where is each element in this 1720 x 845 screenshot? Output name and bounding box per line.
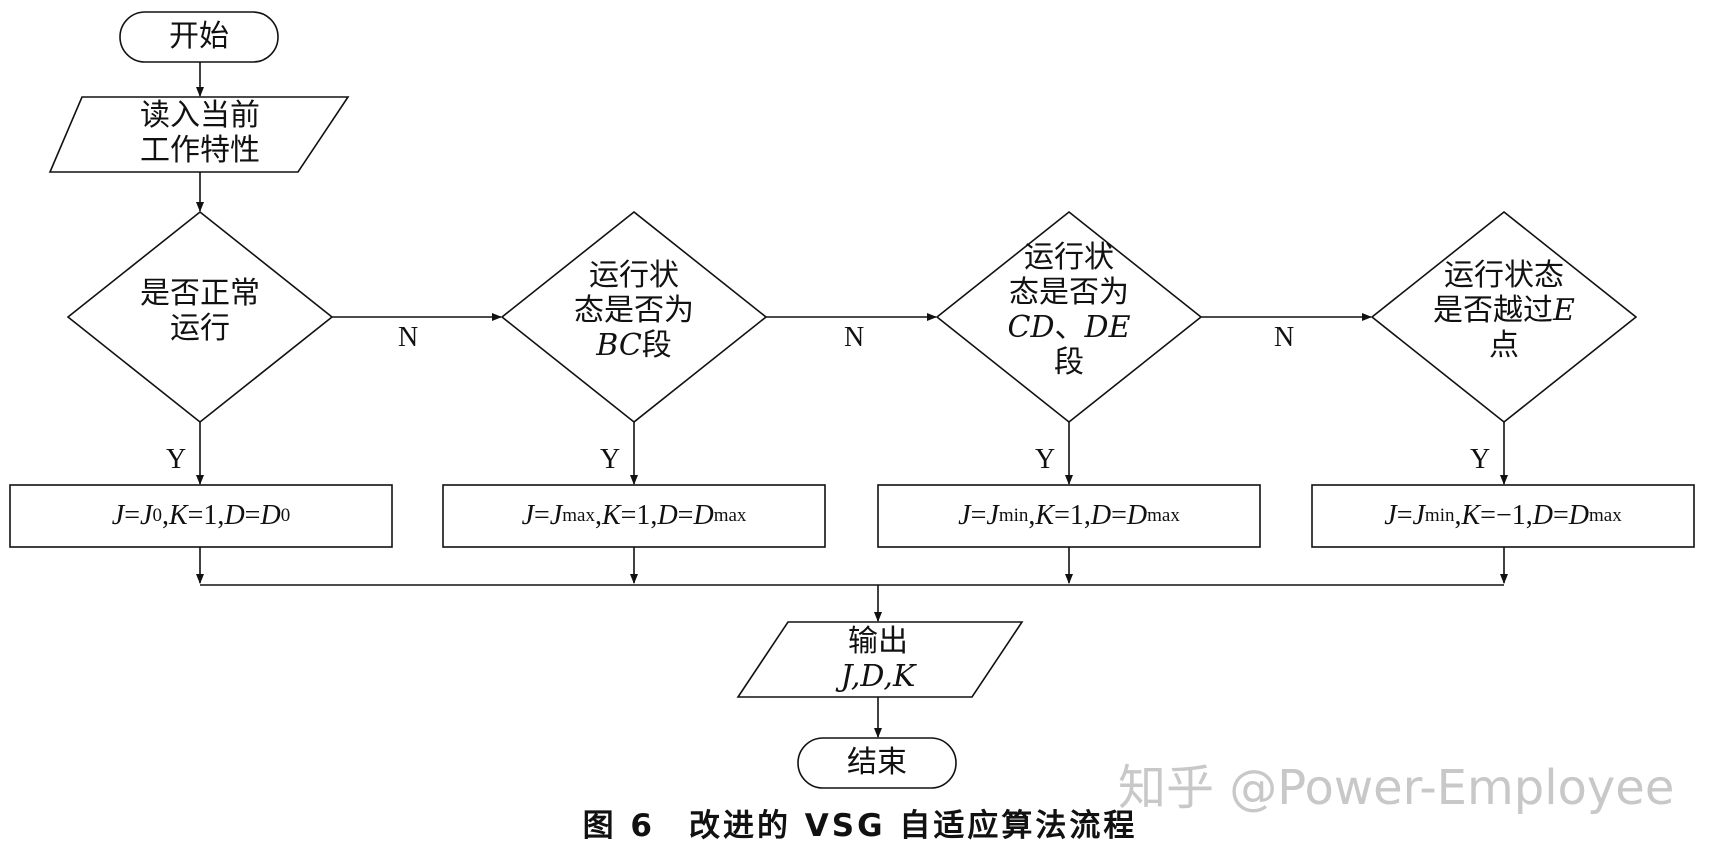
p1-dv: D: [260, 500, 281, 531]
no-label-1: N: [398, 322, 419, 353]
p2-eq1: =: [534, 500, 550, 531]
d3-line2: 态是否为: [1009, 275, 1129, 310]
zhihu-watermark: 知乎 @Power-Employee: [1118, 760, 1675, 816]
decision-past-e-label: 运行状态 是否越过E 点: [1414, 258, 1594, 363]
p3-dv: D: [1126, 500, 1148, 531]
p1-d: D: [224, 500, 245, 531]
p1-jv: J: [140, 500, 153, 531]
p3-js: min: [998, 505, 1029, 526]
p3-comma: ,: [1028, 500, 1036, 531]
process-box-4: [1311, 484, 1695, 548]
out-line2: J,D,K: [768, 659, 988, 694]
p1-k: K: [168, 500, 188, 531]
decision-bc-label: 运行状 态是否为 BC段: [544, 258, 724, 363]
yes-label-3: Y: [1035, 444, 1056, 475]
p4-d: D: [1532, 500, 1553, 531]
p1-comma: ,: [161, 500, 169, 531]
d4-past-text: 是否越过: [1433, 293, 1554, 328]
p4-j: J: [1384, 500, 1397, 531]
d1-line1: 是否正常: [140, 276, 260, 311]
p3-d: D: [1090, 500, 1112, 531]
p4-eq2: =−1,: [1480, 500, 1533, 531]
no-label-3: N: [1274, 322, 1295, 353]
d2-line1: 运行状: [589, 258, 679, 293]
d2-seg-text: 段: [641, 328, 672, 363]
p4-k: K: [1461, 500, 1481, 531]
read-line1: 读入当前: [140, 98, 260, 133]
p4-ds: max: [1589, 505, 1622, 526]
p2-js: max: [562, 505, 595, 526]
read-label: 读入当前 工作特性: [90, 98, 310, 168]
read-input-box: [48, 96, 350, 173]
decision-normal-label: 是否正常 运行: [110, 276, 290, 346]
d4-line3: 点: [1489, 328, 1519, 363]
p2-k: K: [601, 500, 621, 531]
p2-eq2: =1,: [620, 500, 658, 531]
yes-label-2: Y: [600, 444, 621, 475]
end-terminal: [797, 737, 957, 789]
p2-eq3: =: [677, 500, 694, 531]
p2-d: D: [657, 500, 678, 531]
p3-eq2: =1,: [1054, 500, 1091, 531]
out-line1: 输出: [848, 624, 908, 659]
p3-eq1: =: [970, 500, 987, 531]
d2-line2: 态是否为: [574, 293, 694, 328]
p2-jv: J: [549, 500, 563, 531]
output-box: [736, 621, 1024, 698]
d3-cd-text: CD: [1007, 310, 1055, 345]
d4-e-text: E: [1553, 293, 1575, 328]
p1-eq1: =: [124, 500, 141, 531]
output-label: 输出 J,D,K: [768, 624, 988, 694]
start-label: 开始: [169, 19, 229, 54]
d2-bc-text: BC: [596, 328, 642, 363]
d3-sep-text: 、: [1054, 310, 1085, 345]
d2-line3: BC段: [544, 328, 724, 363]
d3-line4: 段: [1054, 345, 1084, 380]
yes-label-1: Y: [166, 444, 187, 475]
p4-eq1: =: [1396, 500, 1413, 531]
start-terminal: [119, 11, 279, 63]
p3-j: J: [958, 500, 971, 531]
p3-k: K: [1035, 500, 1055, 531]
p2-ds: max: [713, 505, 747, 526]
p2-j: J: [521, 500, 534, 531]
figure-caption: 图 6 改进的 VSG 自适应算法流程: [582, 808, 1138, 844]
out-vars: J,D,K: [840, 659, 916, 694]
d3-de-text: DE: [1084, 310, 1131, 345]
no-label-2: N: [844, 322, 865, 353]
decision-cd-de-label: 运行状 态是否为 CD、DE 段: [979, 240, 1159, 380]
p1-eq3: =: [244, 500, 261, 531]
yes-label-4: Y: [1470, 444, 1491, 475]
p4-eq3: =: [1553, 500, 1569, 531]
p2-comma: ,: [594, 500, 602, 531]
p3-eq3: =: [1111, 500, 1127, 531]
p4-comma: ,: [1454, 500, 1462, 531]
p4-jv: J: [1412, 500, 1425, 531]
end-label: 结束: [847, 745, 907, 780]
read-line2: 工作特性: [140, 133, 260, 168]
p1-eq2: =1,: [187, 500, 225, 531]
p1-js: 0: [152, 505, 162, 526]
p3-ds: max: [1147, 505, 1180, 526]
p3-jv: J: [986, 500, 999, 531]
d3-line3: CD、DE: [979, 310, 1159, 345]
p1-ds: 0: [280, 505, 291, 526]
p1-j: J: [111, 500, 125, 531]
p4-dv: D: [1568, 500, 1590, 531]
d4-line1: 运行状态: [1444, 258, 1564, 293]
d4-line2: 是否越过E: [1414, 293, 1594, 328]
process-box-1: [9, 484, 393, 548]
p4-js: min: [1424, 505, 1455, 526]
d3-line1: 运行状: [1024, 240, 1114, 275]
d1-line2: 运行: [170, 311, 230, 346]
p2-dv: D: [693, 500, 714, 531]
